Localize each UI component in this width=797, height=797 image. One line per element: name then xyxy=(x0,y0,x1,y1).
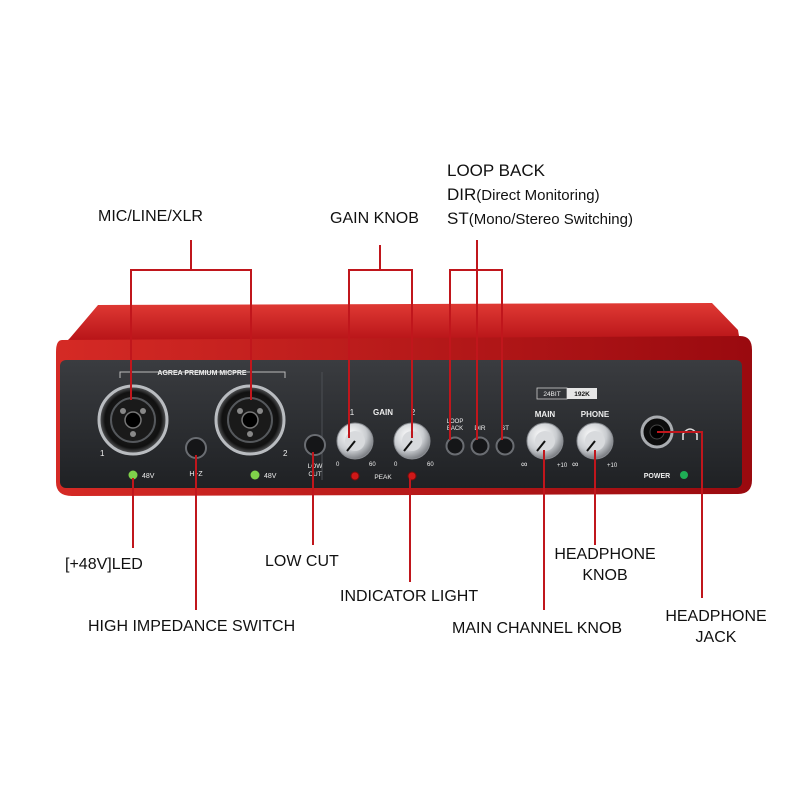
leader-headphone-jack xyxy=(657,431,703,598)
low-cut-label-2: CUT xyxy=(308,471,321,478)
callout-headphone-jack: HEADPHONE JACK xyxy=(656,608,776,647)
callout-dir-desc: (Direct Monitoring) xyxy=(476,187,600,204)
gain-knob-1[interactable] xyxy=(336,422,374,460)
main-min: ∞ xyxy=(521,459,527,469)
bit-label: 24BIT xyxy=(543,391,560,398)
phone-label: PHONE xyxy=(581,410,610,419)
leader-gain-knob xyxy=(348,245,413,438)
callout-high-impedance-switch: HIGH IMPEDANCE SWITCH xyxy=(88,618,296,635)
gain-knob-2[interactable] xyxy=(393,422,431,460)
leader-mic-line-xlr xyxy=(130,240,252,400)
callout-indicator-light: INDICATOR LIGHT xyxy=(340,588,479,605)
callout-st-desc: (Mono/Stereo Switching) xyxy=(468,211,633,228)
phantom-led-2-label: 48V xyxy=(264,473,277,480)
headphone-icon xyxy=(682,428,698,440)
channel-2-number: 2 xyxy=(283,449,288,458)
leader-lines xyxy=(130,240,703,610)
st-label: ST xyxy=(501,425,509,432)
phantom-led-1-label: 48V xyxy=(142,473,155,480)
power-label: POWER xyxy=(644,473,670,480)
peak-label: PEAK xyxy=(374,474,392,481)
gain-2-min: 0 xyxy=(394,462,398,468)
dir-button[interactable] xyxy=(470,436,490,456)
callout-dir: DIR(Direct Monitoring) xyxy=(447,185,600,205)
power-led xyxy=(680,471,688,479)
low-cut-label-1: LOW xyxy=(308,463,324,470)
chassis-top xyxy=(62,303,740,346)
callout-st: ST(Mono/Stereo Switching) xyxy=(447,209,633,229)
callout-gain-knob: GAIN KNOB xyxy=(330,210,419,227)
callout-headphone-knob-line1: HEADPHONE xyxy=(554,546,656,563)
callout-main-channel-knob: MAIN CHANNEL KNOB xyxy=(452,620,623,637)
low-cut-switch[interactable] xyxy=(304,434,326,456)
gain-2-number: 2 xyxy=(411,408,416,417)
gain-2-max: 60 xyxy=(427,462,434,468)
combo-jack-1[interactable] xyxy=(97,384,169,456)
brand-bracket xyxy=(119,371,286,378)
callout-headphone-knob-line2: KNOB xyxy=(582,567,628,584)
callout-dir-abbr: DIR xyxy=(447,185,477,204)
phantom-led-1 xyxy=(128,470,138,480)
peak-led-1 xyxy=(350,471,360,481)
loop-back-button[interactable] xyxy=(445,436,465,456)
gain-1-max: 60 xyxy=(369,462,376,468)
main-max: +10 xyxy=(557,463,568,469)
callout-loop-back-text: LOOP BACK xyxy=(447,161,545,180)
phone-min: ∞ xyxy=(572,459,578,469)
channel-1-number: 1 xyxy=(100,449,105,458)
callout-headphone-knob: HEADPHONE KNOB xyxy=(545,546,665,585)
khz-badge xyxy=(567,388,597,399)
loop-back-label-2: BACK xyxy=(447,426,463,432)
loop-back-label-1: LOOP xyxy=(447,419,464,425)
callout-mic-line-xlr: MIC/LINE/XLR xyxy=(98,208,203,225)
callout-headphone-jack-line1: HEADPHONE xyxy=(665,608,767,625)
gain-1-min: 0 xyxy=(336,462,340,468)
callout-headphone-jack-line2: JACK xyxy=(695,629,737,646)
callout-loop-back: LOOP BACK xyxy=(447,161,545,181)
gain-label: GAIN xyxy=(373,408,393,417)
main-label: MAIN xyxy=(535,410,556,419)
khz-label: 192K xyxy=(574,391,590,398)
main-knob[interactable] xyxy=(526,422,564,460)
st-button[interactable] xyxy=(495,436,515,456)
leader-loop-dir-st xyxy=(449,240,503,440)
callout-48v-led: [+48V]LED xyxy=(65,556,143,573)
callout-low-cut: LOW CUT xyxy=(265,553,339,570)
phantom-led-2 xyxy=(250,470,260,480)
brand-label: AGREA PREMIUM MICPRE xyxy=(157,370,247,377)
gain-1-number: 1 xyxy=(350,408,355,417)
phone-max: +10 xyxy=(607,463,618,469)
callout-st-abbr: ST xyxy=(447,209,469,228)
dir-label: DIR xyxy=(474,425,486,432)
phone-knob[interactable] xyxy=(576,422,614,460)
